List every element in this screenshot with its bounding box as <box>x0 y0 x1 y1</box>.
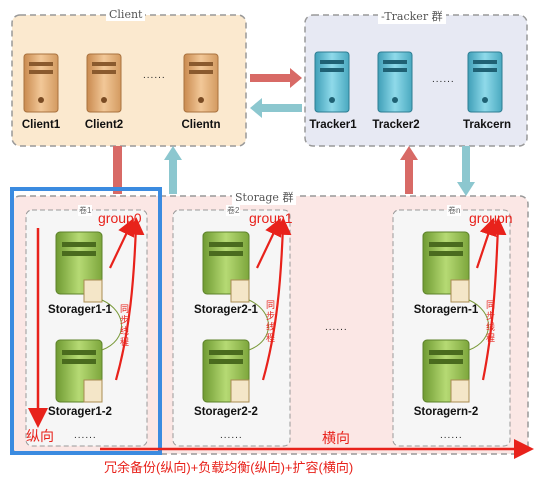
tracker-region-title: -Tracker 群 <box>378 8 446 24</box>
client-region-bg <box>11 14 247 147</box>
tracker-to-storage-arrow <box>457 146 475 196</box>
volume-2-label: 卷2 <box>226 205 241 216</box>
client-ellipsis: ...... <box>143 70 166 81</box>
volume-n-label: 卷n <box>447 205 462 216</box>
horizontal-annotation: 横向 <box>322 430 350 446</box>
storager1-1-label: Storager1-1 <box>48 304 112 316</box>
storager2-2-label: Storager2-2 <box>194 406 258 418</box>
tracker1-server-icon <box>314 51 350 113</box>
storager1-2-label: Storager1-2 <box>48 406 112 418</box>
group1-label: group1 <box>249 210 293 226</box>
volume-1-label: 卷1 <box>78 205 93 216</box>
storager1-1-server-icon <box>55 231 103 303</box>
sync-curve-2 <box>248 299 269 351</box>
volume-2-ellipsis: ...... <box>220 430 243 441</box>
storage-to-tracker-arrow <box>400 146 418 194</box>
group1-arrows <box>256 217 292 381</box>
sync-thread-2-label: 同步 线程 <box>266 300 276 343</box>
groupn-label: groupn <box>469 210 513 226</box>
storage-to-client-arrow <box>164 146 182 194</box>
tracker-ellipsis: ...... <box>432 74 455 85</box>
groupn-arrows <box>475 217 507 381</box>
trackern-server-icon <box>467 51 503 113</box>
storager2-1-label: Storager2-1 <box>194 304 258 316</box>
sync-curve-1 <box>101 299 122 351</box>
group0-arrows <box>109 217 145 381</box>
tracker2-server-icon <box>377 51 413 113</box>
client1-server-icon <box>23 53 59 113</box>
client1-label: Client1 <box>21 119 61 131</box>
storager2-2-server-icon <box>202 339 250 403</box>
vertical-annotation: 纵向 <box>26 428 54 444</box>
storage-middle-ellipsis: ...... <box>325 322 348 333</box>
client-to-tracker-arrow <box>250 68 302 88</box>
volume-1-highlight <box>10 187 162 455</box>
sync-thread-n-label: 同步 线程 <box>486 300 496 343</box>
group0-label: group0 <box>98 210 142 226</box>
client-region-title: Client <box>106 8 146 21</box>
sync-curve-n <box>468 299 489 351</box>
tracker2-label: Tracker2 <box>372 119 420 131</box>
volume-1-ellipsis: ...... <box>74 430 97 441</box>
tracker1-label: Tracker1 <box>309 119 357 131</box>
storage-region-title: Storage 群 <box>232 189 297 205</box>
sync-thread-1-label: 同步 线程 <box>120 304 130 347</box>
volume-n-ellipsis: ...... <box>440 430 463 441</box>
client-storage-red-bar <box>113 146 122 194</box>
tracker-to-client-arrow <box>250 98 302 118</box>
storagern-2-label: Storagern-2 <box>413 406 479 418</box>
client2-label: Client2 <box>84 119 124 131</box>
clientn-label: Clientn <box>181 119 221 131</box>
storager2-1-server-icon <box>202 231 250 303</box>
storagern-2-server-icon <box>422 339 470 403</box>
storager1-2-server-icon <box>55 339 103 403</box>
client2-server-icon <box>86 53 122 113</box>
trackern-label: Trakcern <box>463 119 511 131</box>
caption: 冗余备份(纵向)+负载均衡(纵向)+扩容(横向) <box>104 460 354 475</box>
storagern-1-label: Storagern-1 <box>413 304 479 316</box>
storagern-1-server-icon <box>422 231 470 303</box>
clientn-server-icon <box>183 53 219 113</box>
